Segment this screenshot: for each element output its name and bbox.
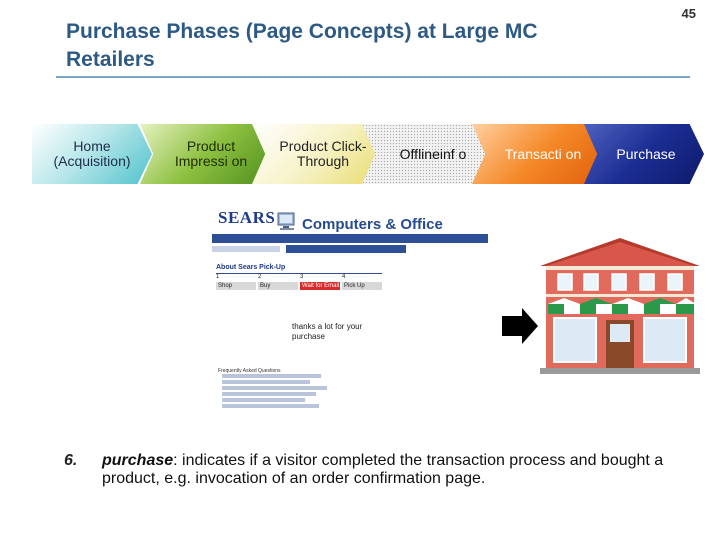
phase-offline-info-label: Offlineinf o <box>399 145 467 162</box>
slide-title: Purchase Phases (Page Concepts) at Large… <box>66 20 538 71</box>
phase-product-click-through: Product Click-Through <box>252 124 384 184</box>
phase-chevron-row: Home (Acquisition) Product Impressi on P… <box>0 0 720 200</box>
bullet-definition: : indicates if a visitor completed the t… <box>102 452 664 487</box>
bullet-number: 6. <box>64 452 78 469</box>
step-number: 3 <box>300 274 304 280</box>
step-label: Pick Up <box>342 282 382 290</box>
step-label: Shop <box>216 282 256 290</box>
site-search-input[interactable] <box>212 246 280 252</box>
phase-purchase-label: Purchase <box>616 145 676 162</box>
faq-heading: Frequently Asked Questions <box>218 368 281 374</box>
phase-home: Home (Acquisition) <box>32 124 152 184</box>
faq-link[interactable] <box>222 392 316 396</box>
phase-home-label: Home (Acquisition) <box>53 138 131 169</box>
sears-logo: SEARS <box>218 208 276 227</box>
title-divider <box>56 76 690 78</box>
category-title: Computers & Office <box>302 216 443 233</box>
faq-link[interactable] <box>222 374 321 378</box>
site-subnav-bar[interactable] <box>286 245 406 253</box>
site-nav-bar[interactable] <box>212 234 488 243</box>
step-label: Buy <box>258 282 298 290</box>
step-number: 4 <box>342 274 346 280</box>
faq-link[interactable] <box>222 404 319 408</box>
step-label: Wait for Email <box>300 282 340 290</box>
slide-number: 45 <box>681 6 696 21</box>
phase-offline-info: Offlineinf o <box>362 124 494 184</box>
phase-product-impression: Product Impressi on <box>140 124 272 184</box>
arrow-right-icon <box>502 308 538 344</box>
sears-tagline-placeholder <box>218 226 273 234</box>
breadcrumb: About Sears Pick-Up <box>216 264 286 271</box>
thank-you-message: thanks a lot for your purchase <box>292 322 363 341</box>
step-number: 2 <box>258 274 262 280</box>
phase-purchase: Purchase <box>584 124 704 184</box>
phase-product-impression-label: Product Impressi on <box>174 138 248 169</box>
sears-confirmation-screenshot: SEARS Computers & Office About Sears Pic… <box>212 202 492 412</box>
bullet-term: purchase <box>102 452 174 469</box>
phase-transaction-label: Transacti on <box>504 145 582 162</box>
steps-divider <box>216 273 382 274</box>
faq-link[interactable] <box>222 386 327 390</box>
computer-monitor-icon <box>277 212 295 230</box>
faq-link[interactable] <box>222 380 310 384</box>
phase-product-click-through-label: Product Click-Through <box>279 138 367 169</box>
faq-link-list[interactable] <box>222 374 332 410</box>
step-number: 1 <box>216 274 220 280</box>
faq-link[interactable] <box>222 398 305 402</box>
storefront-icon <box>540 238 700 374</box>
phase-transaction: Transacti on <box>472 124 604 184</box>
bullet-text: purchase: indicates if a visitor complet… <box>102 452 702 488</box>
